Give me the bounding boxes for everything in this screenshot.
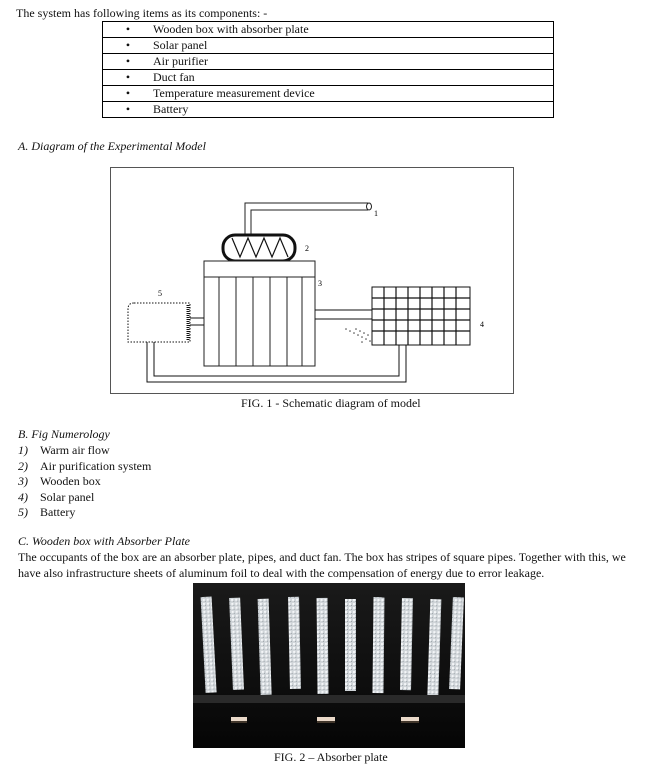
- bottom-slots: [231, 717, 419, 721]
- label-2: 2: [305, 244, 309, 253]
- bullet: •: [125, 22, 131, 36]
- component-row: • Duct fan: [102, 69, 554, 86]
- component-text: Solar panel: [153, 38, 208, 52]
- component-row: • Battery: [102, 101, 554, 118]
- component-text: Duct fan: [153, 70, 195, 84]
- bullet: •: [125, 102, 131, 116]
- numerology-text: Wooden box: [40, 474, 101, 488]
- component-row: • Temperature measurement device: [102, 85, 554, 102]
- numerology-number: 5): [18, 505, 28, 519]
- component-text: Air purifier: [153, 54, 208, 68]
- component-row: • Wooden box with absorber plate: [102, 21, 554, 38]
- numerology-item: 5) Battery: [18, 505, 151, 521]
- section-c-heading: C. Wooden box with Absorber Plate: [18, 534, 190, 548]
- label-5: 5: [158, 289, 162, 298]
- bullet: •: [125, 54, 131, 68]
- numerology-number: 1): [18, 443, 28, 457]
- numerology-number: 2): [18, 458, 28, 473]
- bullet: •: [125, 38, 131, 52]
- numerology-text: Battery: [40, 505, 76, 519]
- numerology-number: 4): [18, 489, 28, 504]
- components-table: • Wooden box with absorber plate • Solar pa…: [102, 21, 554, 118]
- component-row: • Solar panel: [102, 37, 554, 54]
- numerology-text: Warm air flow: [40, 443, 110, 457]
- foil-strip: [427, 599, 442, 696]
- section-a-heading: A. Diagram of the Experimental Model: [18, 139, 206, 153]
- foil-strip: [345, 599, 356, 691]
- foil-strip: [288, 596, 301, 689]
- foil-strip: [400, 598, 413, 691]
- numerology-number: 3): [18, 474, 28, 488]
- schematic-diagram: 1 2 3 4 5: [110, 167, 514, 394]
- foil-strips: [200, 596, 464, 696]
- foil-strip: [200, 596, 217, 693]
- solar-panel: [371, 286, 471, 346]
- foil-strip: [449, 597, 464, 690]
- foil-strip: [316, 597, 329, 694]
- air-purifier: [221, 233, 297, 263]
- component-text: Wooden box with absorber plate: [153, 22, 309, 36]
- foil-strip: [257, 598, 272, 695]
- numerology-text: Solar panel: [40, 489, 95, 504]
- numerology-item: 2) Air purification system: [18, 459, 151, 475]
- fig2-caption: FIG. 2 – Absorber plate: [274, 750, 388, 764]
- foil-strip: [372, 597, 385, 694]
- absorber-plate-photo: [193, 583, 465, 748]
- foil-strip: [229, 597, 244, 690]
- section-c-paragraph: The occupants of the box are an absorber…: [18, 550, 626, 580]
- numerology-text: Air purification system: [40, 458, 152, 473]
- bullet: •: [125, 70, 131, 84]
- battery: [127, 302, 191, 343]
- numerology-item: 3) Wooden box: [18, 474, 151, 490]
- component-text: Temperature measurement device: [153, 86, 315, 100]
- component-row: • Air purifier: [102, 53, 554, 70]
- solar-panel-stand-dots: [345, 328, 371, 343]
- absorber-plate-image: [193, 583, 465, 748]
- warm-air-pipe: [244, 202, 372, 235]
- bullet: •: [125, 86, 131, 100]
- component-text: Battery: [153, 102, 189, 116]
- numerology-item: 4) Solar panel: [18, 490, 151, 506]
- label-4: 4: [480, 320, 484, 329]
- numerology-list: 1) Warm air flow 2) Air purification system…: [18, 443, 151, 521]
- intro-text: The system has following items as its co…: [16, 6, 268, 20]
- connecting-pipes: [146, 309, 407, 383]
- numerology-item: 1) Warm air flow: [18, 443, 151, 459]
- wooden-box: [203, 260, 316, 367]
- fig1-caption: FIG. 1 - Schematic diagram of model: [241, 396, 421, 410]
- section-b-heading: B. Fig Numerology: [18, 427, 110, 441]
- label-3: 3: [318, 279, 322, 288]
- label-1: 1: [374, 209, 378, 218]
